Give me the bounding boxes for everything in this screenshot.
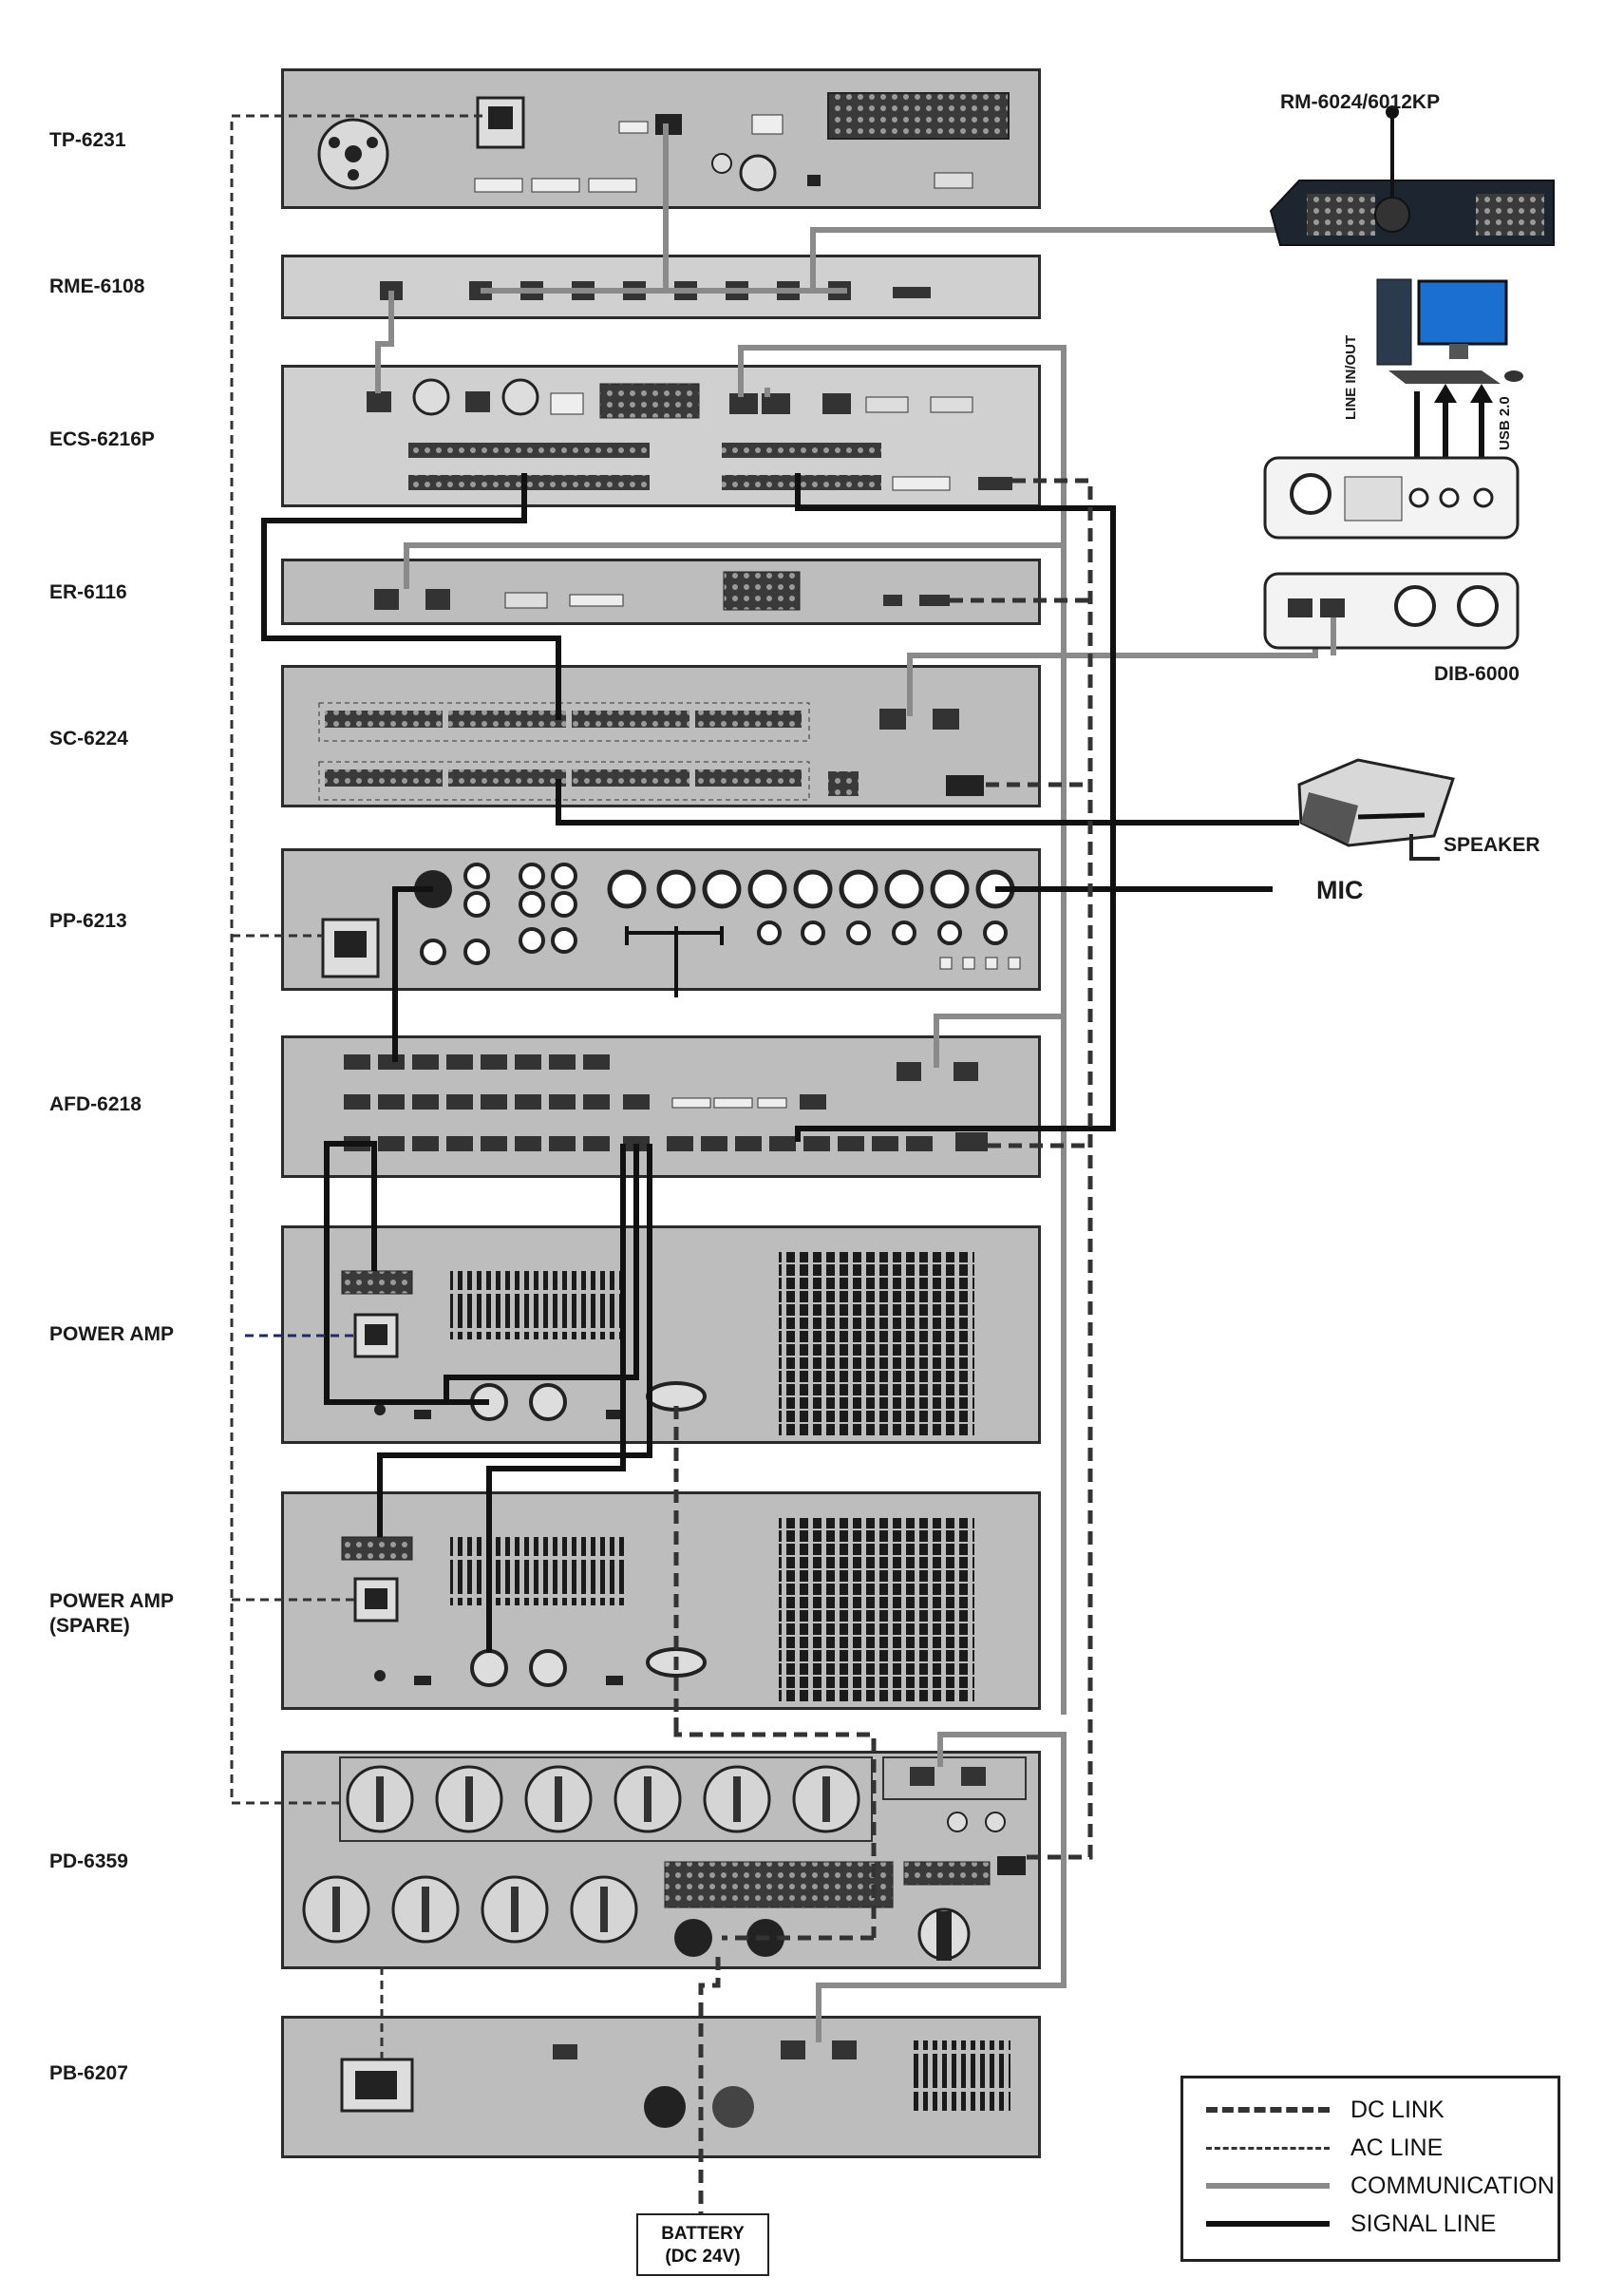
legend-text: SIGNAL LINE	[1350, 2210, 1497, 2237]
ecs6216p-detail	[367, 378, 1012, 491]
er6116-detail	[374, 571, 950, 611]
legend-item-signal-line: SIGNAL LINE	[1206, 2210, 1496, 2238]
device-label-sc6224: SC-6224	[49, 728, 128, 750]
speaker-label: SPEAKER	[1444, 834, 1540, 856]
legend-text: AC LINE	[1350, 2134, 1444, 2161]
sc6224-detail	[318, 702, 984, 801]
pp6213-detail	[321, 863, 1021, 997]
tp6231-detail	[317, 92, 1010, 193]
ac-lines	[230, 114, 482, 2059]
computer-icon	[1376, 278, 1523, 384]
legend-item-communication: COMMUNICATION	[1206, 2172, 1555, 2200]
device-label-power-amp-spare: POWER AMP (SPARE)	[49, 1590, 175, 1637]
device-label-rme6108: RME-6108	[49, 275, 145, 297]
legend-text: COMMUNICATION	[1350, 2172, 1555, 2199]
dc-link-lines	[673, 478, 1093, 2213]
unit-pp6213	[281, 848, 1041, 991]
unit-tp6231	[281, 68, 1041, 209]
legend-item-dc-link: DC LINK	[1206, 2096, 1445, 2124]
afd6218-detail	[344, 1054, 988, 1151]
legend-swatch-dc	[1206, 2107, 1330, 2113]
legend-swatch-signal	[1206, 2221, 1330, 2227]
device-label-er6116: ER-6116	[49, 581, 127, 603]
battery-box: BATTERY (DC 24V)	[636, 2213, 769, 2276]
power-amp-spare-detail	[341, 1518, 974, 1702]
signal-lines	[261, 473, 1299, 1653]
device-label-power-amp: POWER AMP	[49, 1323, 175, 1345]
mic-label: MIC	[1316, 876, 1364, 904]
device-label-ecs6216p: ECS-6216P	[49, 428, 155, 450]
legend-text: DC LINK	[1350, 2096, 1445, 2123]
battery-voltage: (DC 24V)	[665, 2247, 741, 2267]
device-label-tp6231: TP-6231	[49, 129, 126, 151]
battery-label: BATTERY	[661, 2224, 745, 2244]
dib-label: DIB-6000	[1434, 663, 1520, 685]
unit-sc6224	[281, 665, 1041, 807]
legend: DC LINK AC LINE COMMUNICATION SIGNAL LIN…	[1180, 2076, 1560, 2262]
speaker-icon	[1297, 758, 1455, 861]
legend-swatch-ac	[1206, 2146, 1330, 2150]
device-label-pd6359: PD-6359	[49, 1850, 128, 1872]
usb-label: USB 2.0	[1497, 396, 1513, 450]
remote-mic-console	[1269, 105, 1555, 246]
dib6000-lower	[1263, 572, 1520, 650]
pb6207-detail	[340, 2040, 1010, 2128]
legend-item-ac-line: AC LINE	[1206, 2134, 1443, 2162]
power-amp-detail	[341, 1252, 974, 1436]
device-label-pp6213: PP-6213	[49, 910, 127, 932]
dib6000-upper	[1263, 456, 1520, 540]
remote-mic-label: RM-6024/6012KP	[1280, 91, 1441, 113]
unit-afd6218	[281, 1035, 1041, 1178]
legend-swatch-comm	[1206, 2183, 1330, 2189]
line-inout-label: LINE IN/OUT	[1343, 334, 1359, 420]
device-label-afd6218: AFD-6218	[49, 1093, 142, 1115]
device-label-pb6207: PB-6207	[49, 2062, 128, 2084]
pd6359-detail	[302, 1756, 1027, 1961]
